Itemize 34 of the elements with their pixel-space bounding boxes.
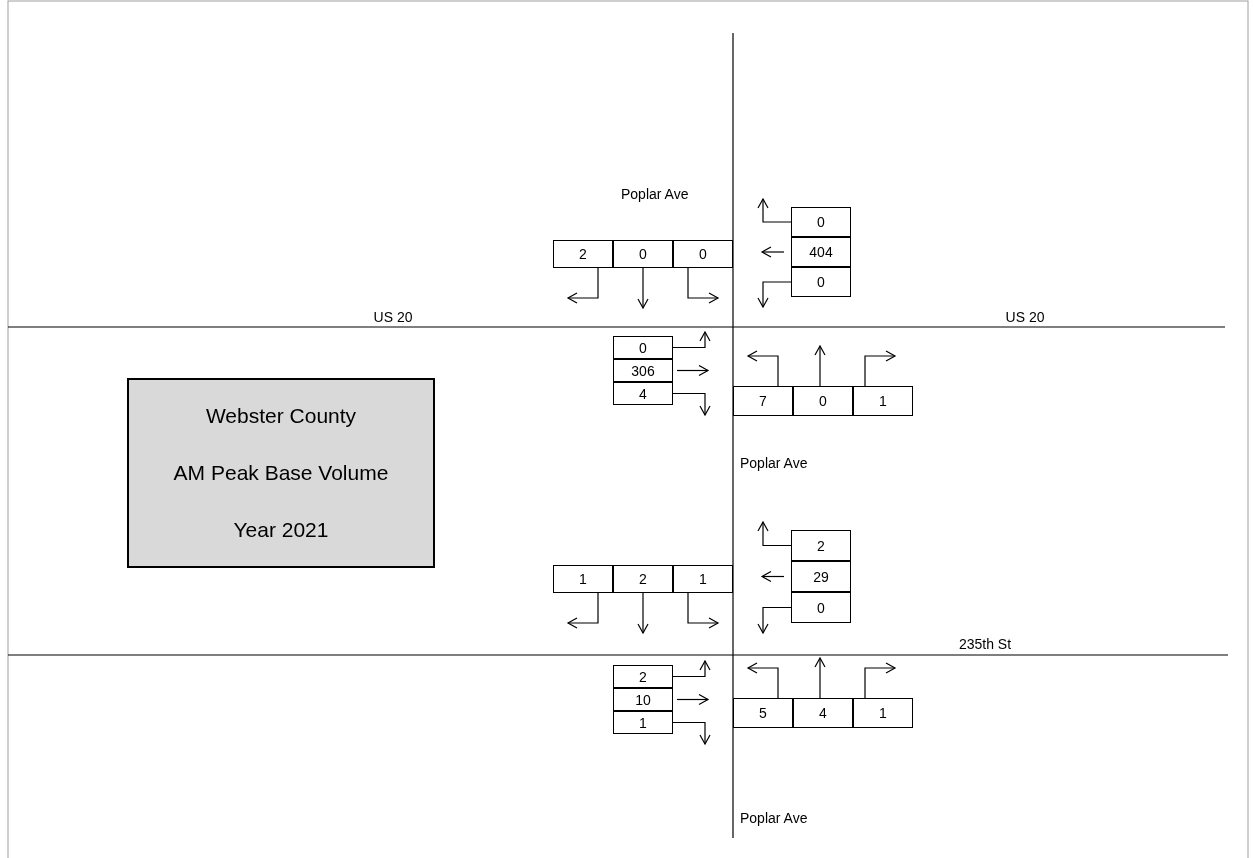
title-text: Year 2021 xyxy=(233,517,329,542)
volume-cell: 0 xyxy=(793,386,853,416)
volume-cell: 4 xyxy=(613,382,673,405)
title-text: Webster County xyxy=(205,404,357,429)
volume-cell: 404 xyxy=(791,237,851,267)
volume-cell: 1 xyxy=(673,565,733,593)
volume-cell: 1 xyxy=(853,386,913,416)
volume-cell: 0 xyxy=(791,267,851,297)
street-name: Poplar Ave xyxy=(740,455,808,471)
volume-cell: 2 xyxy=(613,665,673,688)
volume-cell: 306 xyxy=(613,359,673,382)
street-name: 235th St xyxy=(958,636,1012,652)
volume-cell: 5 xyxy=(733,698,793,728)
street-name: US 20 xyxy=(373,309,413,325)
volume-cell: 1 xyxy=(613,711,673,734)
volume-cell: 0 xyxy=(673,240,733,268)
volume-cell: 2 xyxy=(613,565,673,593)
volume-cell: 1 xyxy=(553,565,613,593)
title-panel xyxy=(127,378,435,568)
title-text: AM Peak Base Volume xyxy=(173,461,389,485)
volume-cell: 1 xyxy=(853,698,913,728)
street-name: Poplar Ave xyxy=(621,186,689,202)
volume-cell: 7 xyxy=(733,386,793,416)
street-name: Poplar Ave xyxy=(740,810,808,826)
volume-cell: 29 xyxy=(791,561,851,592)
volume-cell: 0 xyxy=(613,240,673,268)
volume-cell: 4 xyxy=(793,698,853,728)
volume-cell: 2 xyxy=(791,530,851,561)
volume-cell: 0 xyxy=(791,207,851,237)
street-name: US 20 xyxy=(1005,309,1045,325)
volume-cell: 0 xyxy=(791,592,851,623)
volume-cell: 2 xyxy=(553,240,613,268)
volume-cell: 10 xyxy=(613,688,673,711)
volume-cell: 0 xyxy=(613,336,673,359)
